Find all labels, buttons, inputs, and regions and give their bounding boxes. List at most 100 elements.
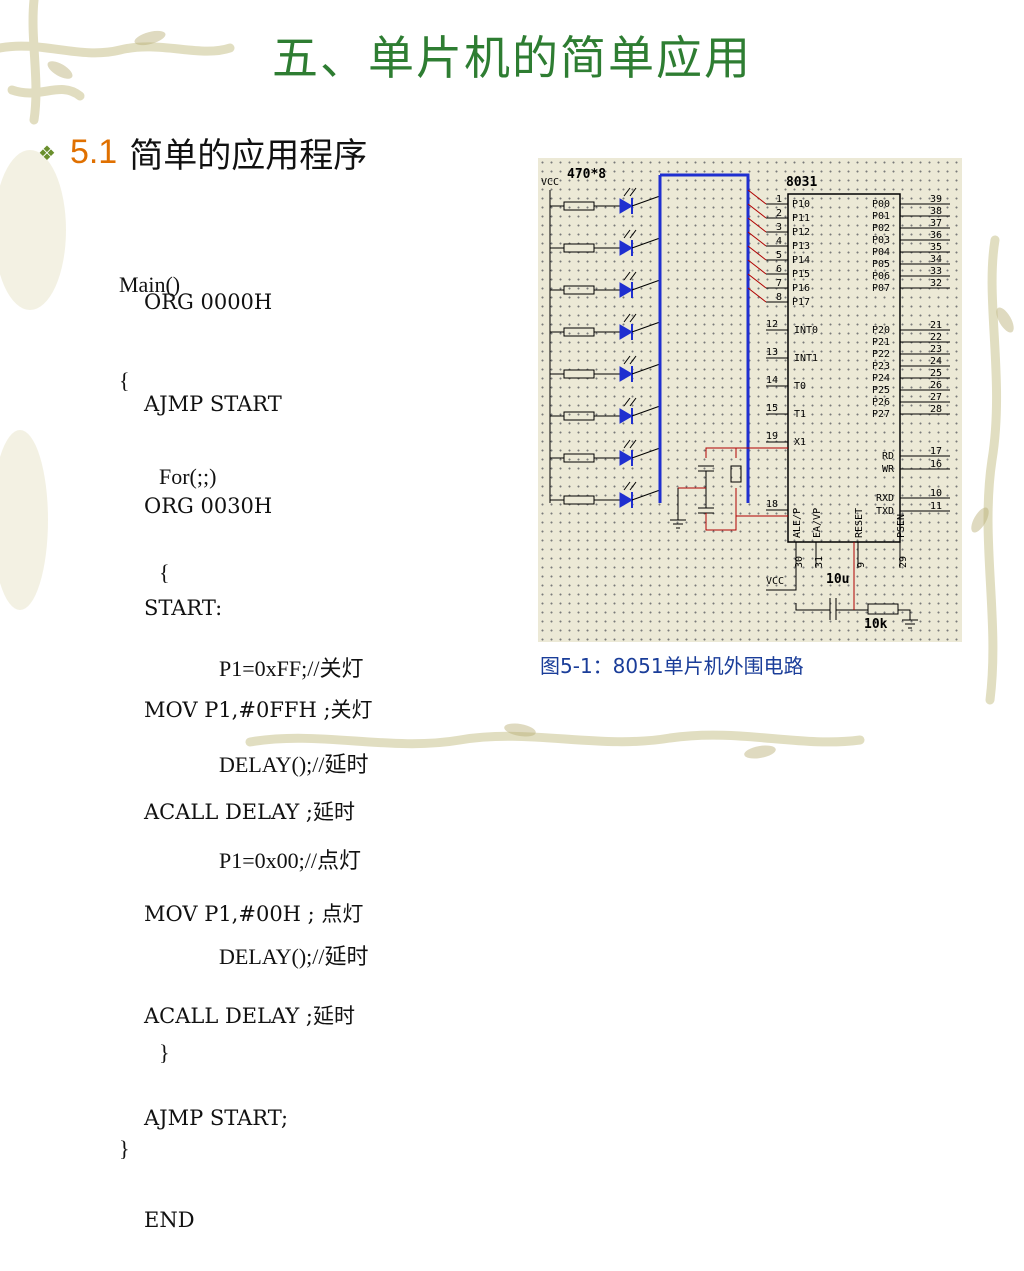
pin-name: P15 (792, 269, 810, 280)
pin-name: INT1 (794, 353, 818, 364)
code-line: P1=0xFF;//关灯 (219, 656, 364, 681)
pin-number: 3 (776, 222, 782, 233)
pin-number: 1 (776, 194, 782, 205)
led-arrow (623, 355, 631, 365)
resistor (563, 201, 595, 211)
code-line: Main() (119, 272, 181, 297)
led-diode (619, 282, 633, 298)
pin-number: 21 (930, 320, 942, 331)
section-heading: ❖ 5.1 简单的应用程序 (38, 128, 367, 177)
bus-wire (747, 217, 767, 233)
led-arrow (623, 481, 631, 491)
pin-name: X1 (794, 437, 806, 448)
wire (631, 363, 661, 375)
pin-number: 8 (776, 292, 782, 303)
pin-number: 34 (930, 254, 942, 265)
capacitor-label: 10u (826, 572, 849, 587)
code-line: P1=0x00;//点灯 (219, 848, 361, 873)
pin-number: 37 (930, 218, 942, 229)
pin-name: P17 (792, 297, 810, 308)
bus-wire (747, 189, 767, 205)
diamond-bullet-icon: ❖ (38, 140, 56, 165)
bus-wire (747, 245, 767, 261)
pin-name: P00 (872, 199, 890, 210)
bus-wire (747, 273, 767, 289)
pin-number: 16 (930, 459, 942, 470)
pin-number: 31 (814, 556, 825, 568)
pin-name: P24 (872, 373, 890, 384)
led-diode (619, 492, 633, 508)
led-diode (619, 324, 633, 340)
pin-number: 19 (766, 431, 778, 442)
resistor (563, 243, 595, 253)
resistor (563, 369, 595, 379)
wire (631, 195, 661, 207)
led-arrow (629, 313, 637, 323)
led-arrow (623, 439, 631, 449)
pin-number: 9 (856, 562, 867, 568)
code-line: DELAY();//延时 (219, 944, 369, 969)
vcc-bottom-label: VCC (766, 576, 784, 587)
code-line: AJMP START (144, 392, 282, 416)
pin-number: 29 (898, 556, 909, 568)
led-arrow (629, 229, 637, 239)
pin-number: 25 (930, 368, 942, 379)
pin-name: P20 (872, 325, 890, 336)
pin-number: 39 (930, 194, 942, 205)
pin-name: INT0 (794, 325, 818, 336)
pin-number: 12 (766, 319, 778, 330)
pin-name: P01 (872, 211, 890, 222)
pin-number: 13 (766, 347, 778, 358)
pin-number: 2 (776, 208, 782, 219)
wire (631, 489, 661, 501)
code-line: ORG 0030H (144, 494, 273, 518)
pin-number: 28 (930, 404, 942, 415)
slide-title: 五、单片机的简单应用 (272, 31, 752, 85)
led-arrow (629, 397, 637, 407)
resistor (563, 411, 595, 421)
pin-name: RESET (854, 508, 865, 538)
chip-label: 8031 (786, 175, 817, 190)
pin-name: P16 (792, 283, 810, 294)
pin-number: 17 (930, 446, 942, 457)
bus-wire (747, 287, 767, 303)
code-line: { (159, 560, 170, 585)
pin-name: T0 (794, 381, 806, 392)
pin-number: 7 (776, 278, 782, 289)
resistor-array-label: 470*8 (567, 167, 606, 182)
led-diode (619, 240, 633, 256)
vcc-label: VCC (541, 177, 559, 188)
led-diode (619, 408, 633, 424)
pin-name: TXD (876, 506, 894, 517)
pin-name: P13 (792, 241, 810, 252)
wire (631, 279, 661, 291)
led-arrow (623, 397, 631, 407)
pin-name: P07 (872, 283, 890, 294)
led-resistor-array (550, 187, 661, 508)
code-line: END (144, 1208, 195, 1232)
code-line: MOV P1,#0FFH ;关灯 (144, 698, 373, 722)
pin-number: 11 (930, 501, 942, 512)
section-number: 5.1 (69, 133, 118, 171)
pin-name: ALE/P (792, 508, 803, 538)
pin-name: P25 (872, 385, 890, 396)
led-arrow (629, 439, 637, 449)
pin-name: P10 (792, 199, 810, 210)
resistor-10k-label: 10k (864, 617, 888, 632)
led-arrow (623, 187, 631, 197)
pin-name: P26 (872, 397, 890, 408)
crystal-circuit (670, 447, 918, 629)
resistor (563, 453, 595, 463)
pin-number: 6 (776, 264, 782, 275)
pin-name: P23 (872, 361, 890, 372)
led-arrow (629, 187, 637, 197)
pin-number: 38 (930, 206, 942, 217)
pin-name: P03 (872, 235, 890, 246)
code-line: START: (144, 596, 223, 620)
led-diode (619, 198, 633, 214)
pin-name: P02 (872, 223, 890, 234)
pin-name: P12 (792, 227, 810, 238)
pin-name: T1 (794, 409, 806, 420)
